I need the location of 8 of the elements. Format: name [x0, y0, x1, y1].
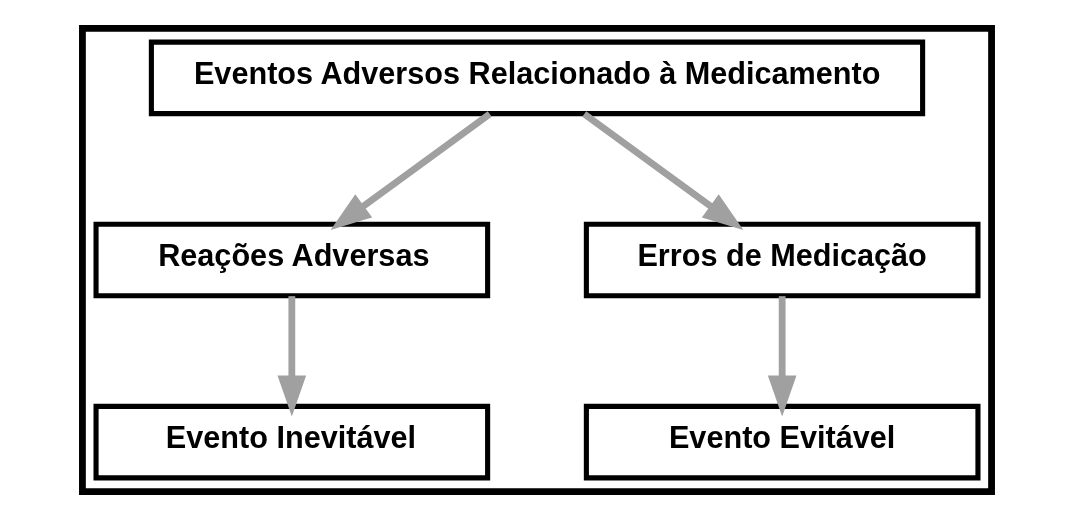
node-box: Erros de Medicação — [583, 221, 980, 299]
node-box: Evento Inevitável — [93, 403, 490, 481]
node-box: Evento Evitável — [583, 403, 980, 481]
node-box: Eventos Adversos Relacionado à Medicamento — [148, 39, 925, 117]
arrow — [330, 111, 492, 230]
cluster — [78, 25, 995, 495]
node-box: Reações Adversas — [93, 221, 490, 299]
arrow — [581, 111, 743, 230]
